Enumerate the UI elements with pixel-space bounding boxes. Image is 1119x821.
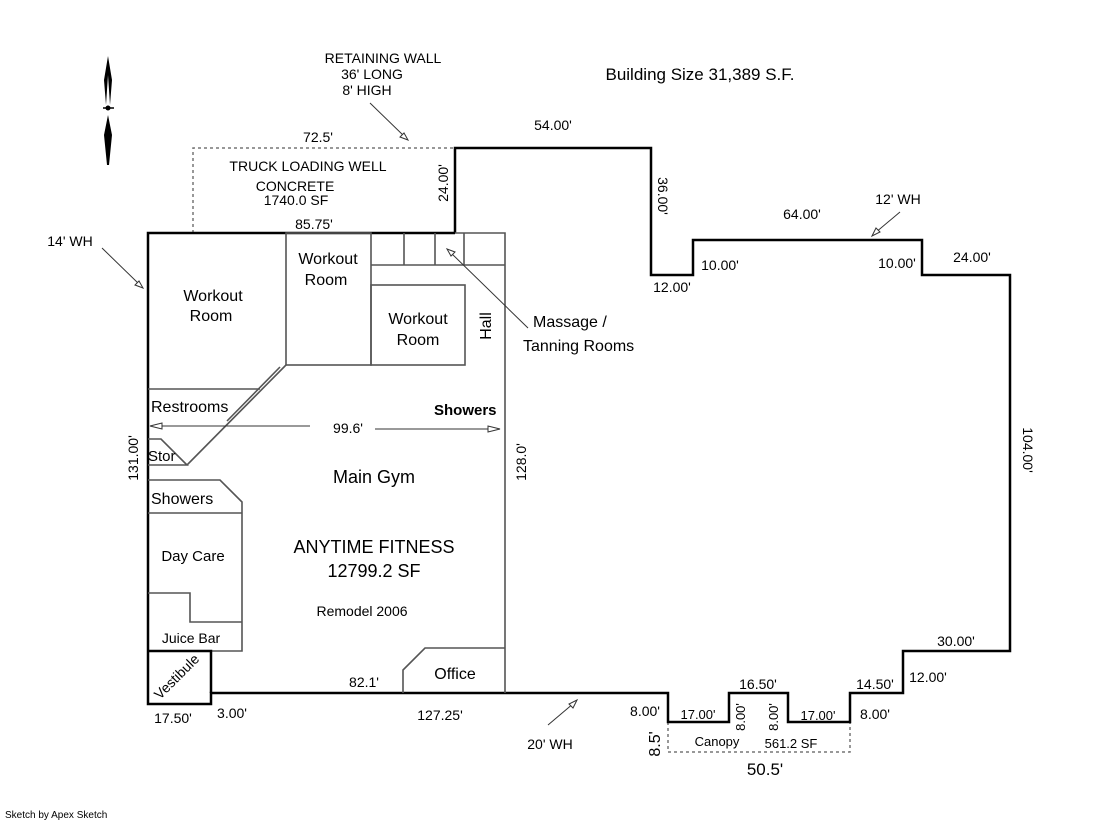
tenant-name: ANYTIME FITNESS bbox=[293, 537, 454, 557]
dim-24-loading: 24.00' bbox=[435, 164, 451, 202]
room-day-care: Day Care bbox=[161, 548, 224, 565]
room-main-gym: Main Gym bbox=[333, 467, 415, 487]
dim-30: 30.00' bbox=[937, 633, 975, 649]
dim-3: 3.00' bbox=[217, 705, 247, 721]
room-storage: Stor bbox=[148, 448, 176, 465]
dim-99-6: 99.6' bbox=[333, 420, 363, 436]
room-restrooms: Restrooms bbox=[151, 399, 228, 416]
wall-height-west: 14' WH bbox=[47, 233, 92, 249]
building-size: Building Size 31,389 S.F. bbox=[605, 65, 794, 84]
loading-well-material: CONCRETE bbox=[256, 178, 335, 194]
room-showers-left: Showers bbox=[151, 491, 213, 508]
loading-well-label: TRUCK LOADING WELL bbox=[229, 158, 386, 174]
loading-well-outline bbox=[192, 147, 455, 233]
dim-17-a: 17.00' bbox=[680, 707, 715, 722]
room-juice-bar: Juice Bar bbox=[162, 630, 221, 646]
room-hall: Hall bbox=[478, 312, 495, 340]
building-outline bbox=[146, 146, 1012, 724]
dim-85-75: 85.75' bbox=[295, 216, 333, 232]
leader-arrows bbox=[101, 102, 901, 726]
retaining-wall-label: RETAINING WALL bbox=[325, 50, 442, 66]
room-showers-right: Showers bbox=[434, 402, 497, 419]
dim-72-5: 72.5' bbox=[303, 129, 333, 145]
dim-8-b: 8.00' bbox=[733, 703, 748, 731]
dimension-line-99-6 bbox=[149, 422, 501, 433]
tenant-note: Remodel 2006 bbox=[316, 603, 407, 619]
retaining-wall-height: 8' HIGH bbox=[342, 82, 391, 98]
loading-well-area: 1740.0 SF bbox=[264, 192, 329, 208]
canopy-label: Canopy bbox=[695, 734, 740, 749]
dim-12-b: 12.00' bbox=[909, 669, 947, 685]
tenant-area: 12799.2 SF bbox=[327, 561, 420, 581]
dim-8-d: 8.00' bbox=[630, 703, 660, 719]
dim-12-a: 12.00' bbox=[653, 279, 691, 295]
dim-131: 131.00' bbox=[125, 435, 141, 481]
dim-10-a: 10.00' bbox=[701, 257, 739, 273]
dim-10-b: 10.00' bbox=[878, 255, 916, 271]
wall-height-south: 20' WH bbox=[527, 736, 572, 752]
dim-82-1: 82.1' bbox=[349, 674, 379, 690]
dim-64: 64.00' bbox=[783, 206, 821, 222]
canopy-width: 50.5' bbox=[747, 760, 783, 779]
canopy-depth: 8.5' bbox=[647, 731, 664, 756]
dim-54: 54.00' bbox=[534, 117, 572, 133]
dim-128: 128.0' bbox=[513, 443, 529, 481]
dim-8-c: 8.00' bbox=[766, 703, 781, 731]
dim-104: 104.00' bbox=[1020, 427, 1036, 473]
dim-127-25: 127.25' bbox=[417, 707, 463, 723]
interior-walls bbox=[148, 232, 506, 693]
room-vestibule: Vestibule bbox=[151, 651, 203, 703]
room-massage-tanning: Massage /Tanning Rooms bbox=[523, 314, 634, 355]
footer-credit: Sketch by Apex Sketch bbox=[5, 810, 107, 821]
dim-14-5: 14.50' bbox=[856, 676, 894, 692]
dim-36: 36.00' bbox=[655, 177, 671, 215]
dim-17-b: 17.00' bbox=[800, 708, 835, 723]
north-arrow-icon bbox=[103, 56, 114, 165]
dim-8-a: 8.00' bbox=[860, 706, 890, 722]
canopy-area: 561.2 SF bbox=[765, 736, 818, 751]
dim-24: 24.00' bbox=[953, 249, 991, 265]
dim-17-5: 17.50' bbox=[154, 710, 192, 726]
retaining-wall-length: 36' LONG bbox=[341, 66, 403, 82]
dim-16-5: 16.50' bbox=[739, 676, 777, 692]
wall-height-north: 12' WH bbox=[875, 191, 920, 207]
room-office: Office bbox=[434, 666, 476, 683]
canopy-outline bbox=[667, 722, 851, 753]
